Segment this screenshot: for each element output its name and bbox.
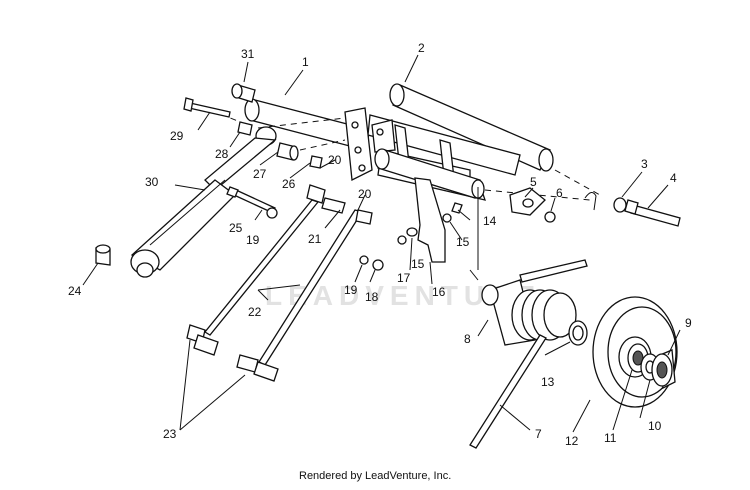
nut-17 — [397, 235, 407, 245]
label-12: 12 — [565, 434, 579, 448]
bolt-29 — [183, 97, 231, 118]
washer-13 — [568, 320, 588, 346]
bushing-27 — [276, 142, 299, 161]
bolt-14 — [451, 202, 463, 214]
nut-26 — [309, 155, 323, 169]
label-15b: 15 — [411, 257, 425, 271]
label-15a: 15 — [456, 235, 470, 249]
label-31: 31 — [241, 47, 255, 61]
label-25: 25 — [229, 221, 243, 235]
label-26: 26 — [282, 177, 296, 191]
bushing-28 — [237, 121, 253, 136]
label-27: 27 — [253, 167, 267, 181]
label-21: 21 — [308, 232, 322, 246]
torsion-spring-8 — [469, 259, 588, 449]
label-17: 17 — [397, 271, 411, 285]
rendered-by-credit: Rendered by LeadVenture, Inc. — [299, 470, 451, 482]
label-18: 18 — [365, 290, 379, 304]
washer-19-left — [266, 207, 278, 219]
label-14: 14 — [483, 214, 497, 228]
label-6: 6 — [556, 186, 563, 200]
label-5: 5 — [530, 175, 537, 189]
washer-15b — [442, 213, 452, 223]
label-1: 1 — [302, 55, 309, 69]
label-24: 24 — [68, 284, 82, 298]
label-19b: 19 — [344, 283, 358, 297]
label-20b: 20 — [358, 187, 372, 201]
leader-lines — [82, 54, 681, 433]
label-28: 28 — [215, 147, 229, 161]
label-20a: 20 — [328, 153, 342, 167]
label-16: 16 — [432, 285, 446, 299]
label-2: 2 — [418, 41, 425, 55]
label-3: 3 — [641, 157, 648, 171]
label-10: 10 — [648, 419, 662, 433]
label-30: 30 — [145, 175, 159, 189]
bolt-4 — [624, 199, 681, 227]
washer-19-right — [359, 255, 369, 265]
label-7: 7 — [535, 427, 542, 441]
label-9: 9 — [685, 316, 692, 330]
label-4: 4 — [670, 171, 677, 185]
linkage-rods-22 — [186, 184, 373, 382]
label-29: 29 — [170, 129, 184, 143]
label-23: 23 — [163, 427, 177, 441]
label-22: 22 — [248, 305, 262, 319]
label-19a: 19 — [246, 233, 260, 247]
label-11: 11 — [604, 431, 617, 445]
label-13: 13 — [541, 375, 555, 389]
bushing-24 — [95, 244, 111, 266]
washer-6 — [544, 211, 556, 223]
bolt-25 — [226, 186, 276, 214]
adjuster-block-5 — [509, 187, 546, 216]
bracket-16 — [414, 177, 446, 263]
nut-18 — [372, 259, 384, 271]
washer-3 — [613, 197, 627, 213]
part-labels: 1 2 3 4 5 6 7 8 9 10 11 12 13 14 15 15 1… — [68, 41, 692, 448]
label-8: 8 — [464, 332, 471, 346]
bushing-9 — [651, 349, 676, 390]
rear-shaft — [389, 83, 554, 172]
washer-15a — [406, 227, 418, 237]
swing-arm-frame — [344, 107, 521, 201]
cotter-pin — [584, 192, 597, 211]
